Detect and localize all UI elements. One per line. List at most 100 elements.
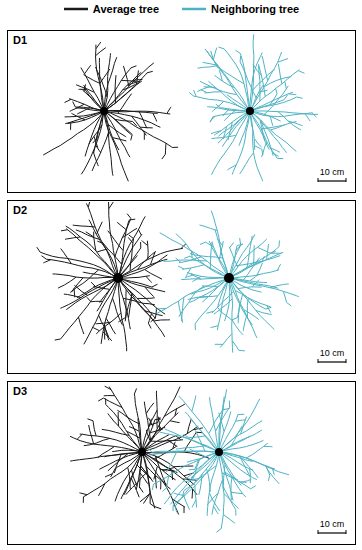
root-line [113,298,123,325]
scale-label: 10 cm [319,167,346,177]
root-line [146,403,154,414]
root-line [65,111,104,117]
root-line [104,53,110,111]
root-line [96,48,106,56]
root-line [215,344,223,345]
root-line [131,135,132,141]
root-line [215,230,229,278]
root-line [140,242,141,248]
root-line [77,434,82,439]
root-line [229,278,257,338]
root-line [70,122,71,130]
root-line [137,465,151,479]
average-tree-roots [43,42,178,181]
root-line [195,486,197,508]
root-line [214,61,216,66]
root-line [240,153,254,174]
root-line [264,76,291,86]
legend-item: Neighboring tree [181,3,299,15]
root-line [80,434,142,452]
root-line [257,263,263,275]
root-line [232,320,243,335]
root-line [85,65,91,74]
root-line [70,270,98,293]
root-line [96,67,108,97]
root-line [84,75,100,84]
root-line [108,413,142,452]
root-line [92,131,109,171]
root-line [129,235,134,239]
root-line [84,278,118,344]
trunk-dot [246,107,254,115]
root-line [118,259,167,278]
root-line [297,97,303,98]
root-line [89,425,94,444]
root-line [66,229,118,278]
legend-text: Average tree [93,3,159,15]
root-line [212,480,223,515]
root-line [254,146,261,150]
root-line [172,505,173,511]
root-line [208,81,250,111]
neighboring-tree-roots [155,211,298,353]
root-line [209,493,220,511]
root-line [128,467,131,489]
root-line [43,260,51,263]
root-line [153,113,157,121]
root-line [156,391,158,429]
root-line [147,241,149,260]
root-line [117,222,126,229]
root-line [219,452,224,529]
root-line [229,247,238,267]
root-line [99,315,109,337]
legend-line-sample [181,4,207,14]
root-line [262,56,268,81]
root-line [147,71,153,73]
root-line [202,278,229,302]
root-line [198,66,218,68]
root-line [205,49,250,111]
root-line [152,484,153,490]
root-line [134,388,136,394]
root-line [104,73,147,111]
root-line [220,334,232,348]
root-line [222,473,251,489]
root-line [128,294,131,318]
root-line [298,71,304,74]
root-line [250,111,255,150]
panel-label: D1 [12,34,28,46]
root-line [95,145,101,153]
average-tree-roots [37,202,186,351]
root-line [206,469,210,492]
root-line [211,211,229,278]
root-line [144,402,151,442]
root-line [43,111,104,155]
root-line [212,101,224,111]
root-line [278,64,282,84]
root-line [108,202,118,278]
root-line [53,274,118,278]
root-line [251,486,256,489]
root-line [238,414,244,415]
root-line [130,239,133,271]
root-line [219,440,263,452]
root-line [109,387,142,452]
root-line [155,418,161,420]
root-line [167,476,169,488]
root-line [216,528,221,532]
root-line [129,427,139,432]
root-line [79,317,84,334]
root-line [109,202,115,209]
root-line [218,307,221,312]
root-line [194,90,197,96]
root-line [98,446,115,457]
root-line [146,276,152,282]
root-line [96,42,101,49]
root-line [118,255,167,278]
root-line [185,268,191,278]
root-line [148,323,151,328]
root-line [219,452,233,500]
root-line [96,222,102,235]
root-line [164,452,219,504]
root-line [176,446,207,449]
